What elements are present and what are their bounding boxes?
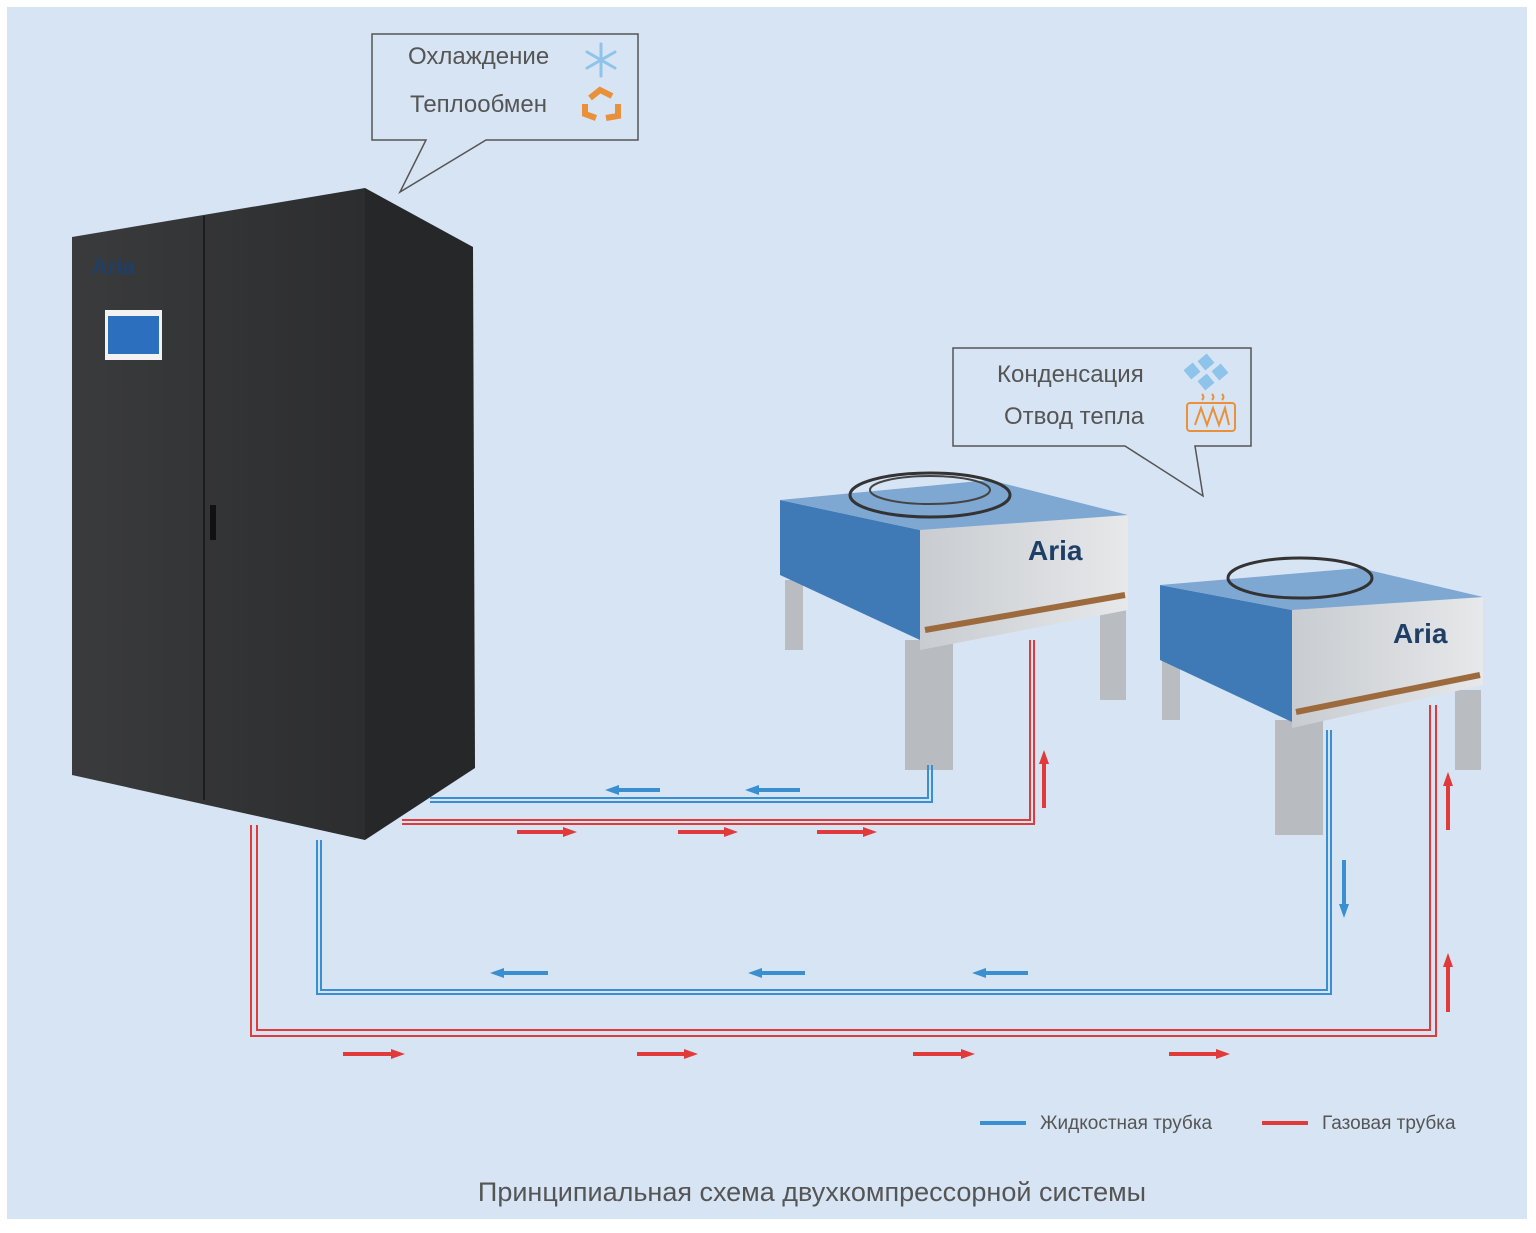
liquid-pipe-1 (430, 765, 929, 799)
outdoor-callout-box (952, 347, 1252, 498)
diagram-canvas: Aria Aria Aria (7, 7, 1527, 1219)
condenser-1-brand-logo: Aria (1028, 535, 1083, 566)
heater-icon (1186, 393, 1236, 432)
gas-flow-arrow-right (517, 827, 577, 837)
liquid-flow-arrow-left (490, 968, 548, 978)
legend-gas-label: Газовая трубка (1322, 1113, 1456, 1134)
callout-condensation-label: Конденсация (997, 361, 1144, 388)
gas-flow-arrow-right (637, 1049, 698, 1059)
indoor-callout-box (371, 33, 639, 194)
liquid-flow-arrow-left (745, 785, 800, 795)
pipes (250, 640, 1437, 1037)
liquid-flow-arrow-left (972, 968, 1028, 978)
snowflake-icon (585, 42, 617, 78)
gas-pipe-1 (402, 640, 1031, 821)
condenser-2-brand-logo: Aria (1393, 618, 1448, 649)
callout-heat-rejection-label: Отвод тепла (1004, 403, 1145, 430)
door-handle (210, 505, 216, 540)
liquid-pipe-2 (316, 730, 1332, 995)
gas-flow-arrow-up (1443, 772, 1453, 830)
callout-cooling-label: Охлаждение (408, 43, 550, 70)
recycle-icon (582, 86, 621, 121)
condenser-unit-1: Aria (780, 471, 1128, 770)
legend-liquid-label: Жидкостная трубка (1040, 1113, 1213, 1134)
liquid-flow-arrow-left (748, 968, 805, 978)
gas-flow-arrow-right (343, 1049, 405, 1059)
gas-flow-arrow-up (1039, 750, 1049, 808)
liquid-flow-arrow-left (605, 785, 660, 795)
diagram-caption: Принципиальная схема двухкомпрессорной с… (477, 1177, 1147, 1207)
flow-arrows (343, 750, 1453, 1059)
callout-heat-exchange-label: Теплообмен (410, 91, 547, 118)
diagram-svg: Aria Aria Aria (72, 33, 1483, 1125)
condensation-icon (1183, 353, 1229, 391)
gas-flow-arrow-right (913, 1049, 975, 1059)
gas-flow-arrow-up (1443, 953, 1453, 1012)
condenser-unit-2: Aria (1160, 556, 1483, 835)
liquid-flow-arrow-down (1339, 860, 1349, 918)
indoor-brand-logo: Aria (92, 254, 136, 279)
gas-pipe-2 (250, 705, 1437, 1037)
gas-flow-arrow-right (678, 827, 738, 837)
gas-flow-arrow-right (817, 827, 877, 837)
gas-flow-arrow-right (1169, 1049, 1230, 1059)
indoor-unit-cabinet: Aria (72, 188, 475, 840)
